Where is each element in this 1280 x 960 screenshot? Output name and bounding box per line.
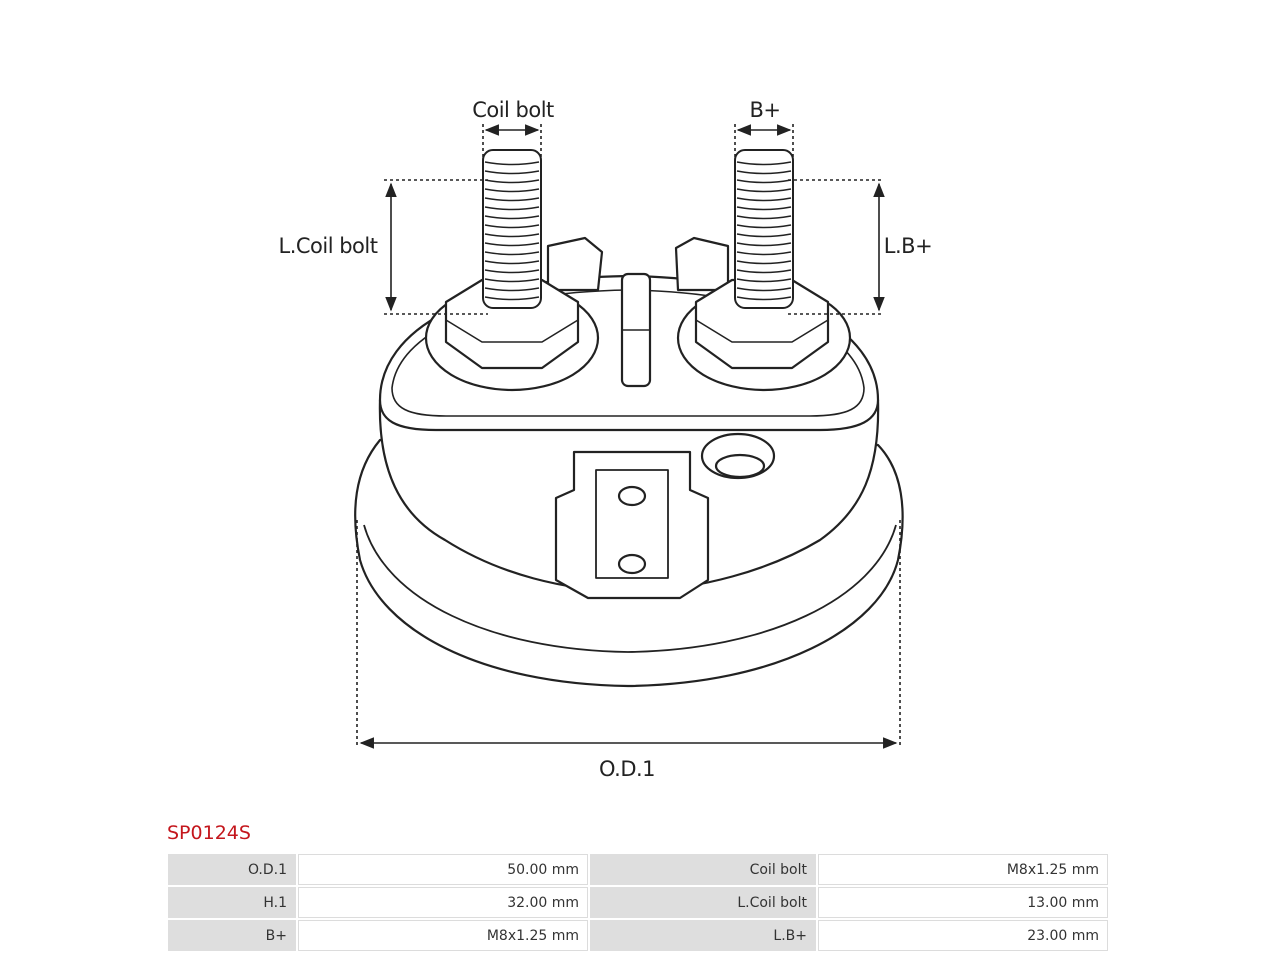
thread-line: [484, 224, 540, 229]
spec-key: O.D.1: [168, 854, 296, 885]
thread-line: [484, 251, 540, 256]
thread-line: [484, 287, 540, 292]
spec-key: B+: [168, 920, 296, 951]
thread-line: [736, 188, 792, 193]
thread-line: [736, 224, 792, 229]
l-coil-bolt-label: L.Coil bolt: [279, 234, 378, 258]
technical-drawing: Coil bolt B+ L.Coil bolt L.B+ O.D.1: [279, 98, 933, 781]
coil-bolt-label: Coil bolt: [472, 98, 554, 122]
thread-line: [484, 170, 540, 175]
thread-line: [484, 188, 540, 193]
thread-line: [736, 170, 792, 175]
thread-line: [484, 161, 540, 166]
spec-value: M8x1.25 mm: [818, 854, 1108, 885]
od1-label: O.D.1: [599, 757, 655, 781]
thread-line: [736, 278, 792, 283]
table-row: H.1 32.00 mm L.Coil bolt 13.00 mm: [168, 887, 1108, 918]
spec-value: 32.00 mm: [298, 887, 588, 918]
spec-key: L.B+: [590, 920, 816, 951]
thread-line: [484, 269, 540, 274]
thread-line: [736, 260, 792, 265]
b-plus-bolt: [734, 149, 794, 309]
cap-body: [354, 236, 904, 688]
spec-value: M8x1.25 mm: [298, 920, 588, 951]
spec-key: Coil bolt: [590, 854, 816, 885]
thread-line: [484, 179, 540, 184]
thread-line: [484, 260, 540, 265]
part-code: SP0124S: [167, 822, 251, 844]
spec-key: H.1: [168, 887, 296, 918]
thread-line: [484, 242, 540, 247]
spec-key: L.Coil bolt: [590, 887, 816, 918]
spec-value: 50.00 mm: [298, 854, 588, 885]
thread-line: [484, 233, 540, 238]
dimension-lines: [356, 124, 901, 749]
thread-line: [736, 242, 792, 247]
table-row: O.D.1 50.00 mm Coil bolt M8x1.25 mm: [168, 854, 1108, 885]
thread-line: [484, 206, 540, 211]
thread-line: [736, 233, 792, 238]
thread-line: [736, 161, 792, 166]
thread-line: [484, 197, 540, 202]
thread-line: [736, 287, 792, 292]
thread-line: [736, 179, 792, 184]
spec-table: O.D.1 50.00 mm Coil bolt M8x1.25 mm H.1 …: [166, 852, 1110, 953]
thread-line: [736, 215, 792, 220]
coil-bolt: [482, 149, 542, 309]
thread-line: [736, 197, 792, 202]
table-row: B+ M8x1.25 mm L.B+ 23.00 mm: [168, 920, 1108, 951]
thread-line: [484, 296, 540, 301]
thread-line: [484, 278, 540, 283]
thread-line: [736, 296, 792, 301]
l-b-plus-label: L.B+: [884, 234, 932, 258]
thread-line: [736, 251, 792, 256]
thread-line: [736, 206, 792, 211]
thread-line: [736, 269, 792, 274]
thread-line: [484, 215, 540, 220]
spec-value: 23.00 mm: [818, 920, 1108, 951]
b-plus-label: B+: [749, 98, 780, 122]
spec-value: 13.00 mm: [818, 887, 1108, 918]
